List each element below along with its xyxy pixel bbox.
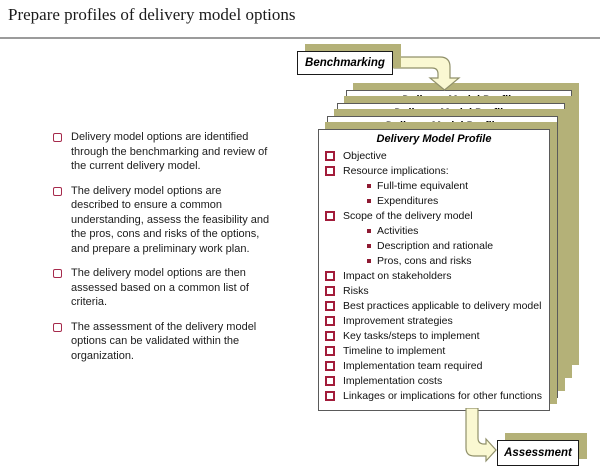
left-bullet-text: The assessment of the delivery model opt… [71, 320, 257, 362]
profile-subitem: Description and rationale [367, 238, 547, 253]
profile-item-text: Linkages or implications for other funct… [343, 389, 543, 402]
left-bullet-text: The delivery model options are described… [71, 184, 270, 255]
profile-item: Best practices applicable to delivery mo… [325, 298, 547, 313]
hollow-square-bullet-icon [325, 150, 335, 161]
hollow-square-bullet-icon [53, 322, 62, 332]
left-bullet-item: The assessment of the delivery model opt… [53, 320, 278, 364]
elbow-arrow-right-icon [465, 408, 497, 463]
profile-item: Timeline to implement [325, 343, 547, 358]
elbow-arrow-down-icon [393, 56, 461, 91]
profile-subitem: Activities [367, 223, 547, 238]
profile-item: Improvement strategies [325, 313, 547, 328]
profile-item: Scope of the delivery model [325, 208, 547, 223]
profile-item-text: Impact on stakeholders [343, 269, 452, 282]
assessment-label: Assessment [504, 447, 572, 459]
profile-item-text: Timeline to implement [343, 344, 446, 357]
profile-card-title: Delivery Model Profile [376, 133, 492, 145]
profile-item-text: Pros, cons and risks [377, 254, 472, 267]
profile-item: Impact on stakeholders [325, 268, 547, 283]
profile-item-text: Activities [377, 224, 419, 237]
hollow-square-bullet-icon [53, 269, 62, 278]
profile-item: Implementation costs [325, 373, 547, 388]
profile-item: Implementation team required [325, 358, 547, 373]
profile-subitem: Expenditures [367, 193, 547, 208]
hollow-square-bullet-icon [325, 345, 335, 356]
benchmarking-label: Benchmarking [305, 57, 385, 69]
profile-item: Linkages or implications for other funct… [325, 388, 547, 403]
hollow-square-bullet-icon [325, 165, 335, 176]
profile-item-text: Expenditures [377, 194, 439, 207]
profile-item-text: Best practices applicable to delivery mo… [343, 299, 542, 312]
solid-square-bullet-icon [367, 183, 371, 188]
solid-square-bullet-icon [367, 243, 371, 248]
profile-item-text: Risks [343, 284, 369, 297]
hollow-square-bullet-icon [325, 285, 335, 296]
profile-item-text: Implementation costs [343, 374, 443, 387]
solid-square-bullet-icon [367, 198, 371, 203]
profile-item: Key tasks/steps to implement [325, 328, 547, 343]
profile-item-text: Objective [343, 149, 387, 162]
left-bullet-item: Delivery model options are identified th… [53, 130, 278, 174]
hollow-square-bullet-icon [325, 300, 335, 311]
profile-item-text: Key tasks/steps to implement [343, 329, 480, 342]
left-panel: Delivery model options are identified th… [53, 130, 278, 373]
hollow-square-bullet-icon [53, 186, 62, 196]
profile-item-text: Scope of the delivery model [343, 209, 473, 222]
hollow-square-bullet-icon [325, 375, 335, 386]
profile-subitem: Full-time equivalent [367, 178, 547, 193]
hollow-square-bullet-icon [325, 390, 335, 401]
hollow-square-bullet-icon [325, 330, 335, 341]
hollow-square-bullet-icon [325, 360, 335, 371]
profile-item-text: Description and rationale [377, 239, 494, 252]
profile-item-text: Full-time equivalent [377, 179, 469, 192]
profile-item-text: Resource implications: [343, 164, 449, 177]
left-bullet-text: The delivery model options are then asse… [71, 267, 249, 308]
profile-item: Risks [325, 283, 547, 298]
left-bullet-item: The delivery model options are described… [53, 184, 278, 257]
profile-subitem: Pros, cons and risks [367, 253, 547, 268]
profile-item-text: Implementation team required [343, 359, 483, 372]
assessment-box: Assessment [497, 440, 579, 466]
hollow-square-bullet-icon [325, 315, 335, 326]
hollow-square-bullet-icon [325, 210, 335, 221]
solid-square-bullet-icon [367, 228, 371, 233]
hollow-square-bullet-icon [53, 133, 62, 142]
left-bullet-item: The delivery model options are then asse… [53, 266, 278, 310]
hollow-square-bullet-icon [325, 270, 335, 281]
title-divider [0, 37, 600, 39]
profile-item-text: Improvement strategies [343, 314, 453, 327]
profile-item: Objective [325, 148, 547, 163]
page-title: Prepare profiles of delivery model optio… [8, 5, 296, 24]
benchmarking-box: Benchmarking [297, 51, 393, 75]
profile-item: Resource implications: [325, 163, 547, 178]
solid-square-bullet-icon [367, 258, 371, 263]
left-bullet-text: Delivery model options are identified th… [71, 131, 268, 172]
